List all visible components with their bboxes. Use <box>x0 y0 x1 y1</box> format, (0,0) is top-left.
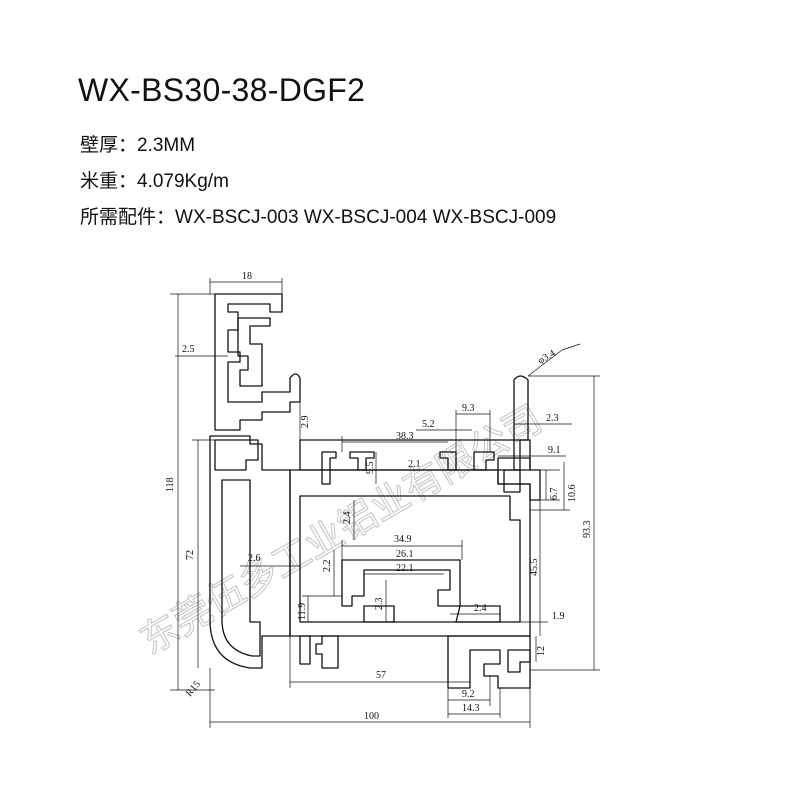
dim-1-9: 1.9 <box>552 611 565 622</box>
dim-72: 72 <box>185 550 196 560</box>
dim-11-9: 11.9 <box>297 603 308 620</box>
dim-2-4-b: 2.4 <box>474 603 487 614</box>
dim-2-9: 2.9 <box>300 416 311 429</box>
dim-10-6: 10.6 <box>567 485 578 503</box>
weight-label: 米重： <box>80 171 138 192</box>
dim-phi-3-4: φ3.4 <box>536 348 557 367</box>
dimension-labels: 18 2.5 118 72 2.6 R15 100 57 2.9 38.3 5.… <box>165 271 593 722</box>
dim-12: 12 <box>536 646 547 656</box>
watermark: 东莞伍多工业铝业有限公司 <box>133 397 550 663</box>
dim-2-3-a: 2.3 <box>374 598 385 611</box>
dim-100: 100 <box>364 711 379 722</box>
model-title: WX-BS30-38-DGF2 <box>78 72 366 108</box>
dim-2-1: 2.1 <box>408 459 421 470</box>
dim-9-5: 9.5 <box>365 462 376 475</box>
dim-93-3: 93.3 <box>582 521 593 539</box>
wall-thickness-value: 2.3MM <box>137 135 196 156</box>
dim-6-7: 6.7 <box>549 488 560 501</box>
dim-14-3: 14.3 <box>462 703 480 714</box>
dim-9-3: 9.3 <box>462 403 475 414</box>
accessories-line: 所需配件：WX-BSCJ-003 WX-BSCJ-004 WX-BSCJ-009 <box>80 202 556 229</box>
accessories-value: WX-BSCJ-003 WX-BSCJ-004 WX-BSCJ-009 <box>175 207 557 228</box>
dimension-lines <box>170 278 600 728</box>
weight-line: 米重：4.079Kg/m <box>80 166 229 193</box>
dim-9-1: 9.1 <box>548 445 561 456</box>
dim-118: 118 <box>165 477 176 492</box>
dim-34-9: 34.9 <box>394 534 412 545</box>
dim-45-5: 45.5 <box>529 559 540 577</box>
dim-2-6: 2.6 <box>248 553 261 564</box>
dim-2-4-a: 2.4 <box>342 512 353 525</box>
wall-thickness-label: 壁厚： <box>80 135 138 156</box>
dim-r15: R15 <box>184 679 203 699</box>
accessories-label: 所需配件： <box>80 207 176 228</box>
dim-18: 18 <box>242 271 252 282</box>
wall-thickness-line: 壁厚：2.3MM <box>80 130 195 157</box>
dim-57: 57 <box>376 670 386 681</box>
dim-5-2: 5.2 <box>422 419 435 430</box>
dim-2-5: 2.5 <box>182 344 195 355</box>
dim-22-1: 22.1 <box>396 563 414 574</box>
weight-value: 4.079Kg/m <box>137 171 229 192</box>
dim-9-2: 9.2 <box>462 689 475 700</box>
dim-2-2: 2.2 <box>322 560 333 573</box>
dim-38-3: 38.3 <box>396 431 414 442</box>
dim-26-1: 26.1 <box>396 549 414 560</box>
dim-2-3-b: 2.3 <box>546 413 559 424</box>
